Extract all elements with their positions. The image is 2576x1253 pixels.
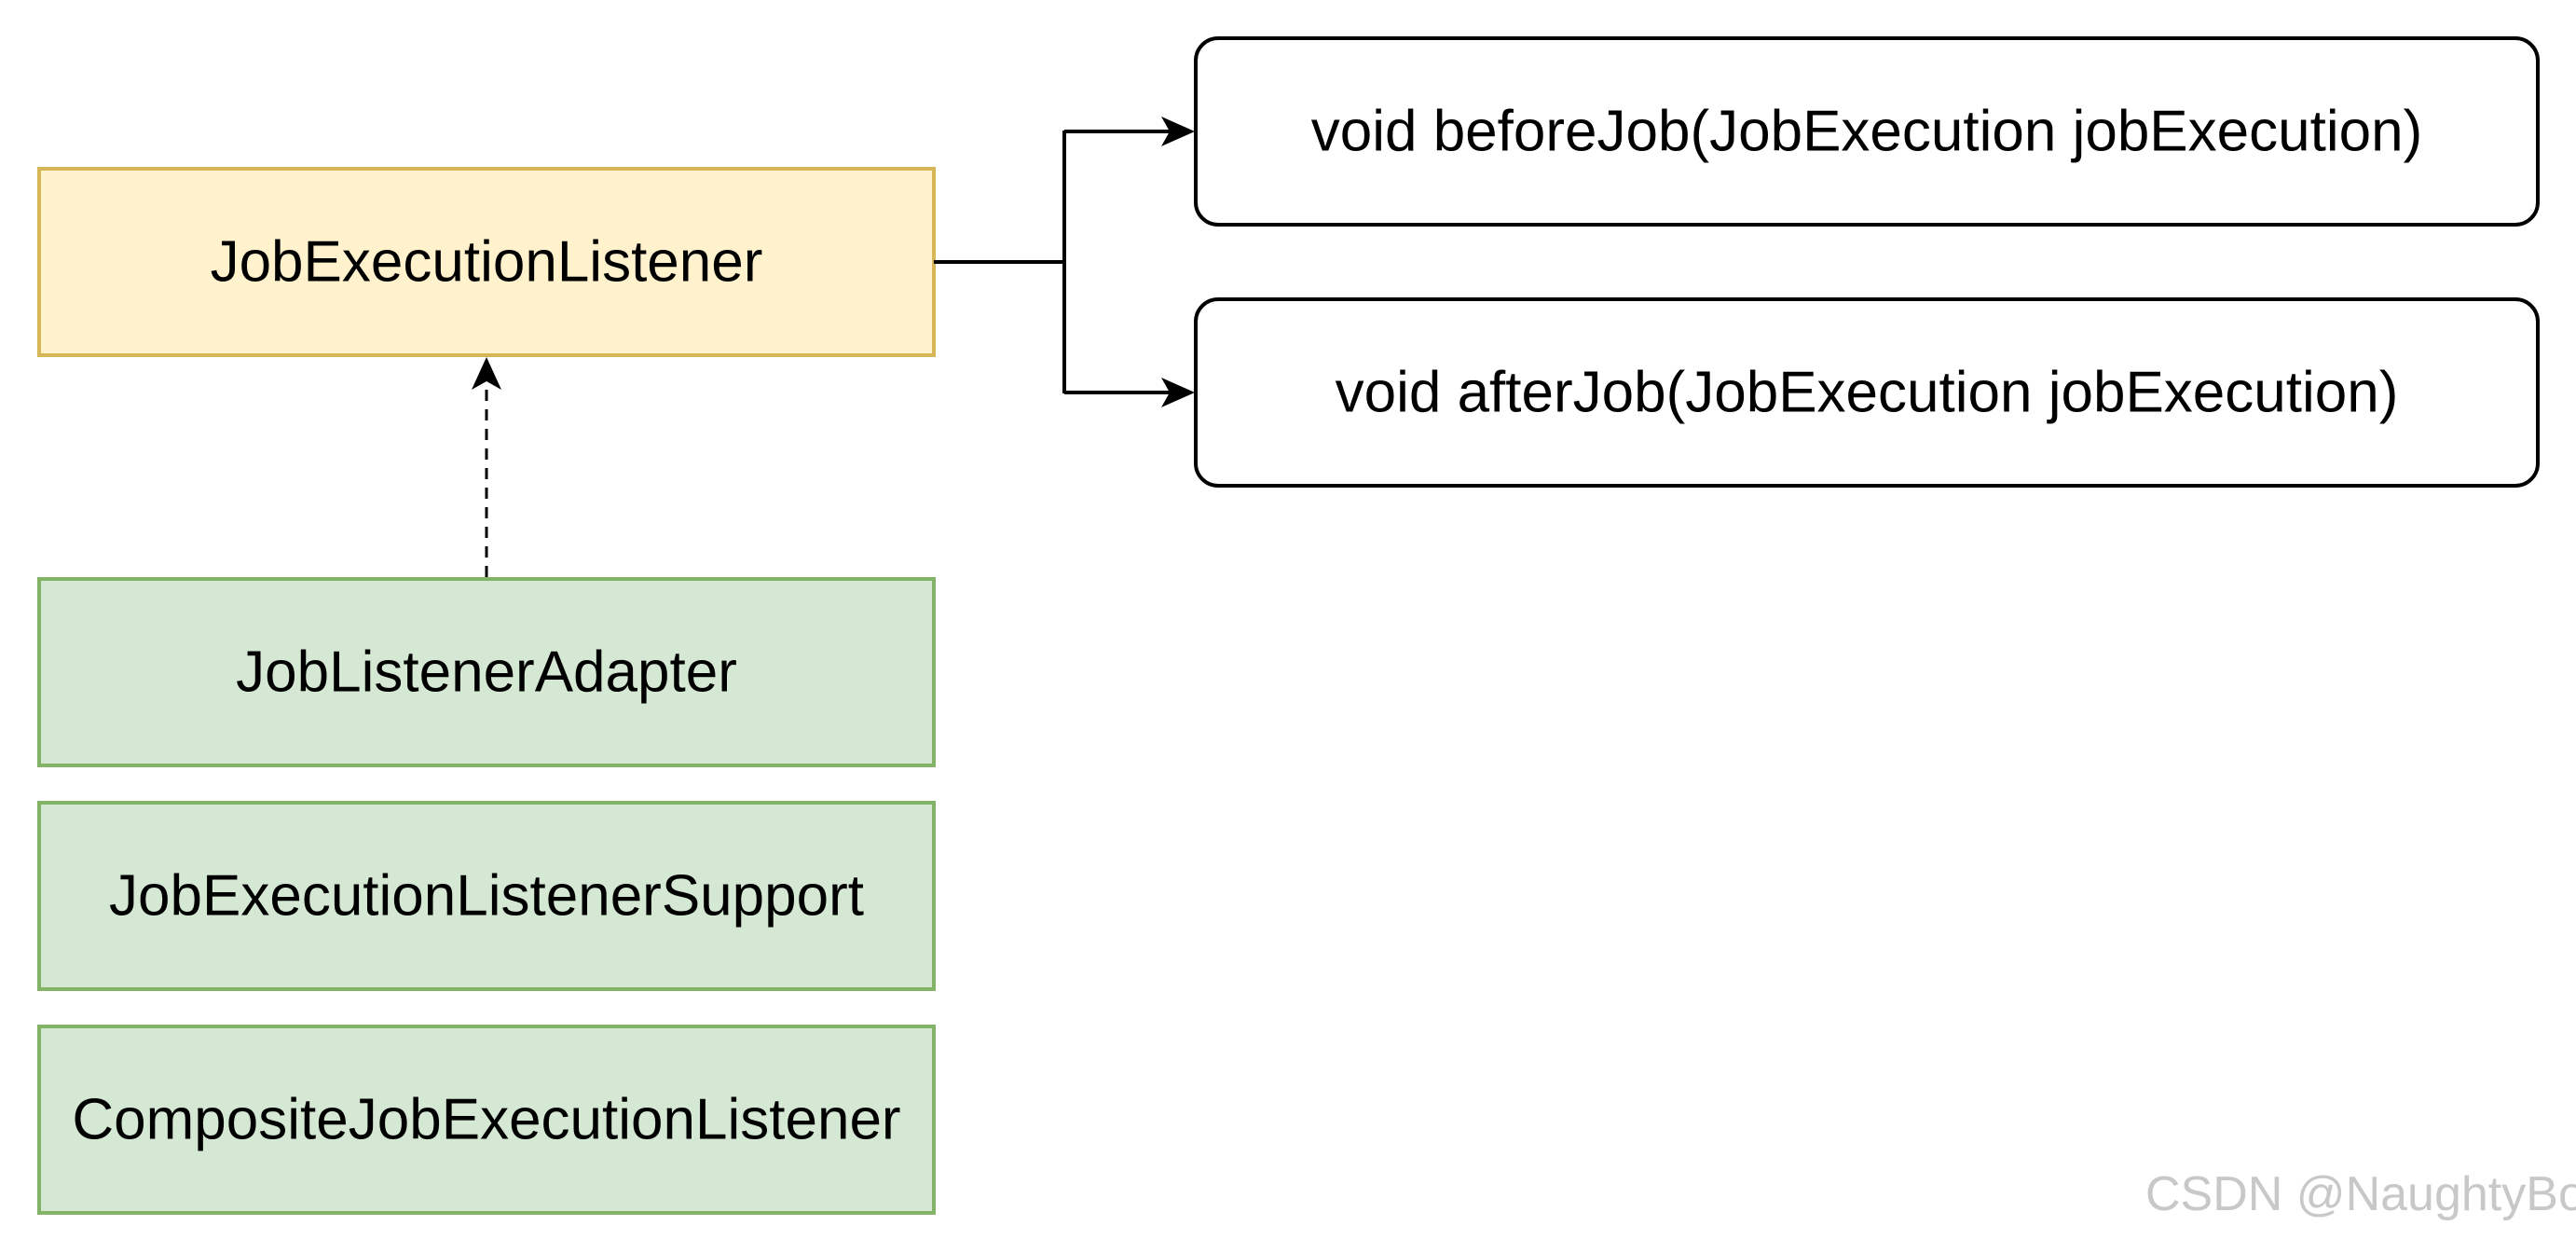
implementation-label: CompositeJobExecutionListener [72, 1088, 900, 1152]
method-connectors [934, 117, 1195, 407]
implementation-box [37, 577, 936, 767]
method-node: void beforeJob(JobExecution jobExecution… [1194, 36, 2540, 227]
implementation-node: JobListenerAdapter [37, 577, 936, 767]
implementation-node: JobExecutionListenerSupport [37, 801, 936, 991]
implementation-label: JobExecutionListenerSupport [109, 864, 864, 929]
arrowhead-to-after [1161, 378, 1195, 407]
implementation-box [37, 1025, 936, 1215]
interface-label: JobExecutionListener [211, 230, 763, 295]
method-box [1194, 36, 2540, 227]
method-label: void afterJob(JobExecution jobExecution) [1336, 361, 2399, 425]
interface-box [37, 167, 936, 357]
method-node: void afterJob(JobExecution jobExecution) [1194, 297, 2540, 488]
implementation-node: CompositeJobExecutionListener [37, 1025, 936, 1215]
method-label: void beforeJob(JobExecution jobExecution… [1311, 100, 2423, 164]
realization-arrow [472, 357, 501, 577]
interface-node: JobExecutionListener [37, 167, 936, 357]
implementation-box [37, 801, 936, 991]
arrowhead-to-before [1161, 117, 1195, 146]
implementation-label: JobListenerAdapter [236, 640, 737, 705]
watermark-text: CSDN @NaughtyBo [2145, 1167, 2576, 1221]
realization-arrowhead [472, 357, 501, 390]
method-box [1194, 297, 2540, 488]
